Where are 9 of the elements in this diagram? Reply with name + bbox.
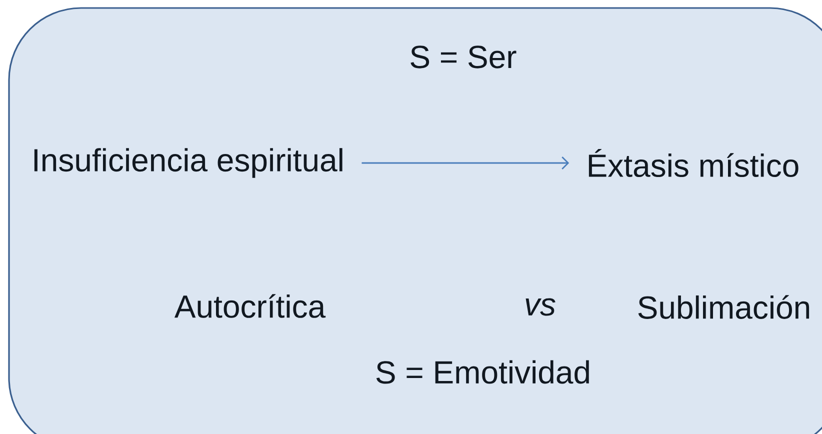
label-text: S = Ser — [410, 46, 516, 68]
label-text: vs — [526, 298, 556, 316]
label-text: S = Emotividad — [376, 360, 589, 384]
node-text: Insuficiencia espiritual — [34, 148, 342, 178]
label-text: Autocrítica — [174, 294, 326, 318]
arrow — [362, 156, 570, 170]
node-text: Éxtasis místico — [588, 148, 798, 178]
label-text: Sublimación — [638, 295, 810, 319]
rounded-panel — [8, 7, 822, 434]
